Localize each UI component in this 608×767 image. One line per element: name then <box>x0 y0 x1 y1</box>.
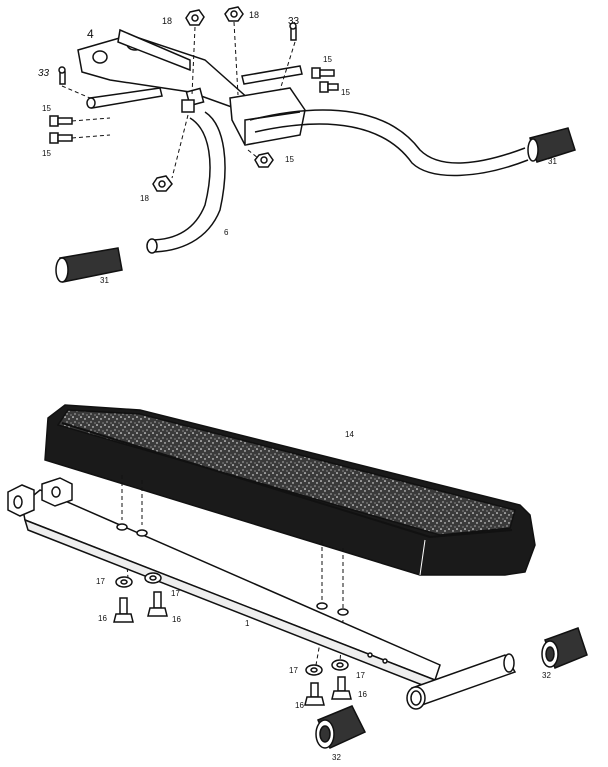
front-bracket <box>7 477 73 517</box>
washer-17-c <box>305 664 323 676</box>
callout-15: 15 <box>341 88 350 97</box>
nut-18-top <box>185 9 205 26</box>
callout-31: 31 <box>548 157 557 166</box>
callout-18: 18 <box>140 194 149 203</box>
callout-16: 16 <box>358 690 367 699</box>
nut-16-center <box>254 152 274 168</box>
bolt-16-c <box>304 682 325 706</box>
callout-32: 32 <box>332 753 341 762</box>
bolt-16-d <box>331 676 352 700</box>
callout-16: 16 <box>172 615 181 624</box>
callout-17: 17 <box>289 666 298 675</box>
screw-33-left <box>58 66 66 85</box>
long-handlebar <box>249 109 529 177</box>
washer-17-b <box>144 572 162 584</box>
upper-callout-labels: 4 18 18 33 33 15 15 15 15 15 18 6 31 31 <box>38 10 557 285</box>
bolt-15-c <box>311 67 335 79</box>
bolt-15-b <box>49 132 73 144</box>
pivot-rods <box>86 65 303 109</box>
bolt-16-b <box>147 591 168 617</box>
upper-assembly <box>49 6 576 283</box>
foam-grip-right <box>527 127 576 163</box>
callout-14: 14 <box>345 430 354 439</box>
lower-callout-labels: 14 1 17 17 16 16 17 17 16 16 32 32 <box>96 430 551 762</box>
foam-grip-left <box>55 247 123 283</box>
lower-assembly <box>7 404 588 750</box>
bolt-15-d <box>319 81 339 93</box>
callout-33: 33 <box>38 68 50 79</box>
callout-15: 15 <box>42 104 51 113</box>
callout-15: 15 <box>323 55 332 64</box>
seat-pad <box>44 404 536 576</box>
callout-17: 17 <box>96 577 105 586</box>
callout-17: 17 <box>356 671 365 680</box>
upper-guide-lines <box>61 21 296 179</box>
callout-31: 31 <box>100 276 109 285</box>
callout-16: 16 <box>98 614 107 623</box>
callout-33: 33 <box>288 16 300 27</box>
callout-4: 4 <box>87 27 94 41</box>
rear-cross-bar <box>406 653 517 710</box>
callout-17: 17 <box>171 589 180 598</box>
end-cap-right <box>541 627 588 669</box>
callout-18: 18 <box>249 10 259 20</box>
washer-17-d <box>331 659 349 671</box>
callout-15: 15 <box>285 155 294 164</box>
callout-6: 6 <box>224 228 229 237</box>
nut-18-top-right <box>224 6 244 22</box>
callout-18: 18 <box>162 16 172 26</box>
nut-18-bottom <box>152 175 173 192</box>
bolt-16-a <box>113 597 134 623</box>
callout-32: 32 <box>542 671 551 680</box>
end-cap-left <box>315 705 367 750</box>
bracket-plate <box>77 28 252 111</box>
callout-1: 1 <box>245 619 250 628</box>
handle-bar-6 <box>146 111 226 254</box>
bolt-15-a <box>49 115 73 127</box>
center-mount-block <box>181 87 306 146</box>
screw-33-right <box>289 22 297 41</box>
callout-16: 16 <box>295 701 304 710</box>
washer-17-a <box>115 576 133 588</box>
callout-15: 15 <box>42 149 51 158</box>
